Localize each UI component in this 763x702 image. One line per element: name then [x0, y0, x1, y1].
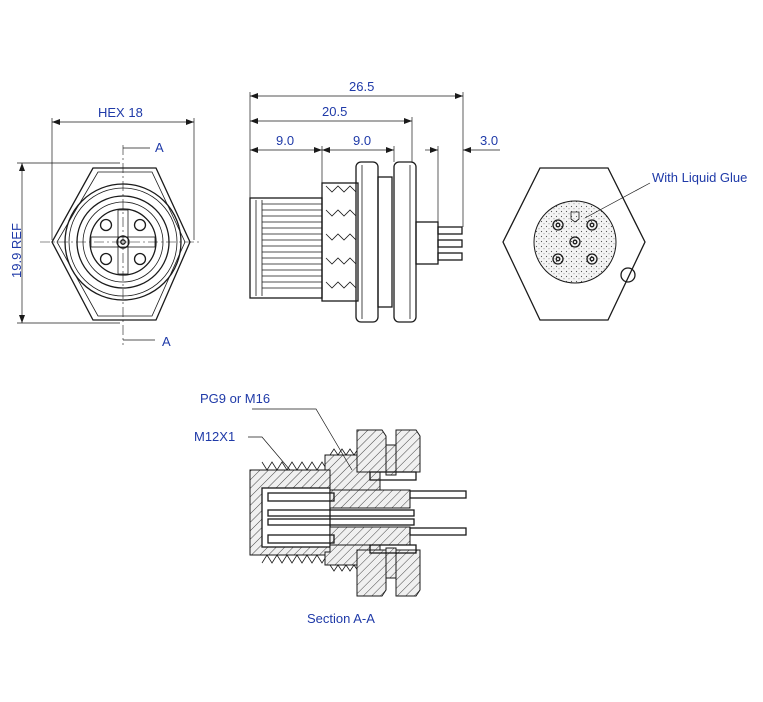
ref-label: 19.9 REF — [9, 223, 24, 278]
dim-center-label: 9.0 — [353, 133, 371, 148]
section-mark-top: A — [155, 140, 164, 155]
pin-hole — [99, 218, 113, 232]
glue-potting — [533, 200, 617, 284]
rear-hex-outline — [502, 167, 646, 321]
vent-hole — [620, 267, 636, 283]
rear-pins — [437, 226, 463, 261]
dim-left-label: 9.0 — [276, 133, 294, 148]
hex-nut-outline — [51, 167, 191, 321]
dim-total-label: 26.5 — [349, 79, 374, 94]
glue-label: With Liquid Glue — [652, 170, 747, 185]
side-view — [249, 92, 500, 323]
section-mark-bottom: A — [162, 334, 171, 349]
m12-thread — [262, 203, 322, 289]
section-caption: Section A-A — [307, 611, 375, 626]
hex-label: HEX 18 — [98, 105, 143, 120]
dim-pin-label: 3.0 — [480, 133, 498, 148]
dim-mid-label: 20.5 — [322, 104, 347, 119]
pg-thread-label: PG9 or M16 — [200, 391, 270, 406]
m12-thread-label: M12X1 — [194, 429, 235, 444]
rear-view — [502, 167, 651, 321]
section-view — [248, 408, 467, 597]
front-view — [17, 118, 200, 345]
